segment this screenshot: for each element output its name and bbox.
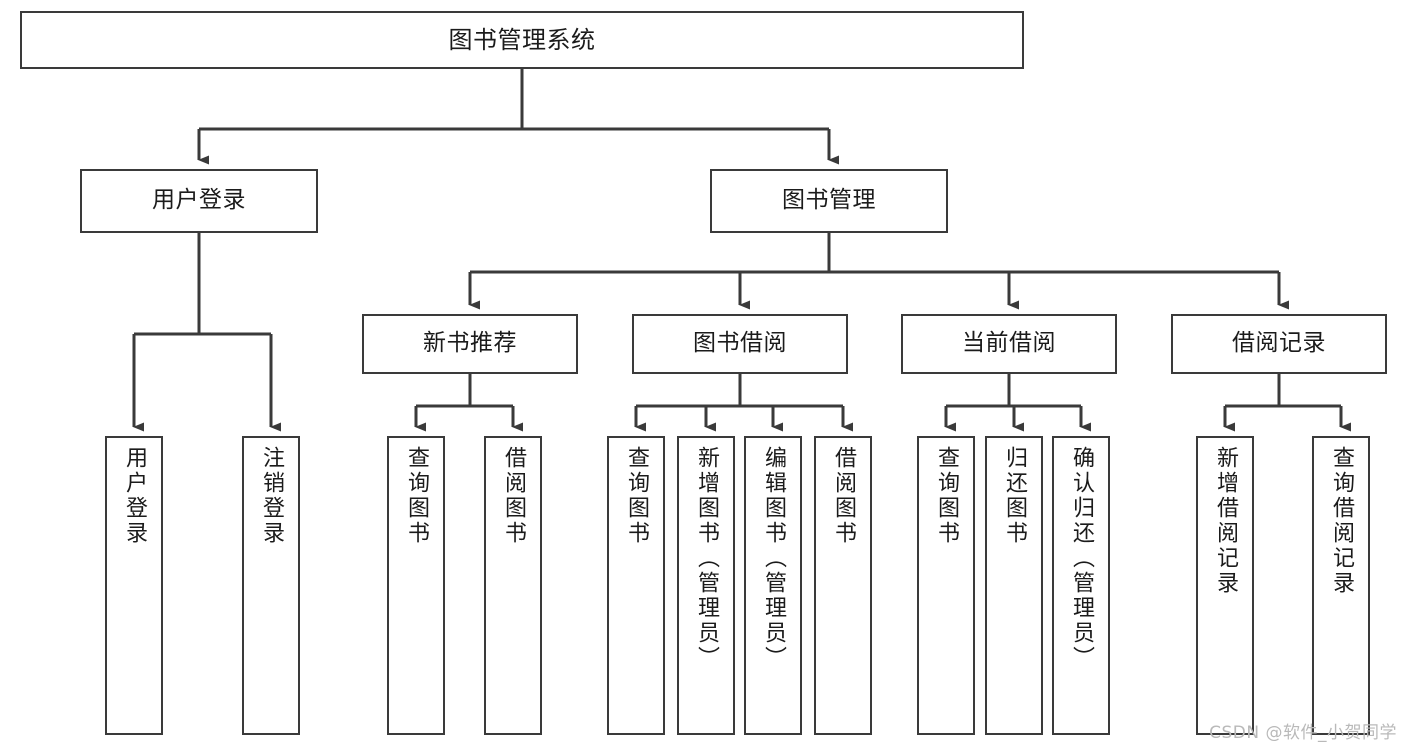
node-leaf-borrow-book-rec[interactable]: 借阅图书: [484, 436, 542, 735]
node-leaf-user-logout-label: 注销登录: [259, 446, 284, 546]
node-leaf-query-record-label: 查询借阅记录: [1329, 446, 1354, 596]
node-leaf-edit-book[interactable]: 编辑图书（管理员）: [744, 436, 802, 735]
node-user-login[interactable]: 用户登录: [80, 169, 318, 233]
node-leaf-query-book-current[interactable]: 查询图书: [917, 436, 975, 735]
node-leaf-user-logout[interactable]: 注销登录: [242, 436, 300, 735]
node-leaf-return-book-label: 归还图书: [1002, 446, 1027, 546]
node-leaf-add-book-label: 新增图书（管理员）: [694, 446, 719, 671]
node-borrow-record-label: 借阅记录: [1232, 330, 1326, 357]
node-leaf-confirm-return-label: 确认归还（管理员）: [1069, 446, 1094, 671]
node-new-book-recommend-label: 新书推荐: [423, 330, 517, 357]
node-book-borrow[interactable]: 图书借阅: [632, 314, 848, 374]
node-leaf-return-book[interactable]: 归还图书: [985, 436, 1043, 735]
node-leaf-confirm-return[interactable]: 确认归还（管理员）: [1052, 436, 1110, 735]
node-new-book-recommend[interactable]: 新书推荐: [362, 314, 578, 374]
node-book-manage-label: 图书管理: [782, 187, 876, 214]
node-leaf-borrow-book[interactable]: 借阅图书: [814, 436, 872, 735]
node-leaf-query-book-borrow[interactable]: 查询图书: [607, 436, 665, 735]
node-book-borrow-label: 图书借阅: [693, 330, 787, 357]
node-leaf-query-book-rec[interactable]: 查询图书: [387, 436, 445, 735]
node-user-login-label: 用户登录: [152, 187, 246, 214]
node-leaf-add-book[interactable]: 新增图书（管理员）: [677, 436, 735, 735]
node-root[interactable]: 图书管理系统: [20, 11, 1024, 69]
node-leaf-add-record-label: 新增借阅记录: [1213, 446, 1238, 596]
node-book-manage[interactable]: 图书管理: [710, 169, 948, 233]
node-leaf-query-record[interactable]: 查询借阅记录: [1312, 436, 1370, 735]
node-leaf-user-login[interactable]: 用户登录: [105, 436, 163, 735]
node-leaf-edit-book-label: 编辑图书（管理员）: [761, 446, 786, 671]
node-root-label: 图书管理系统: [448, 25, 596, 54]
node-leaf-query-book-rec-label: 查询图书: [404, 446, 429, 546]
node-leaf-query-book-borrow-label: 查询图书: [624, 446, 649, 546]
node-leaf-query-book-current-label: 查询图书: [934, 446, 959, 546]
node-leaf-user-login-label: 用户登录: [122, 446, 147, 546]
node-leaf-add-record[interactable]: 新增借阅记录: [1196, 436, 1254, 735]
node-borrow-record[interactable]: 借阅记录: [1171, 314, 1387, 374]
node-leaf-borrow-book-rec-label: 借阅图书: [501, 446, 526, 546]
node-current-borrow-label: 当前借阅: [962, 330, 1056, 357]
node-current-borrow[interactable]: 当前借阅: [901, 314, 1117, 374]
node-leaf-borrow-book-label: 借阅图书: [831, 446, 856, 546]
watermark-text: CSDN @软件_小贺同学: [1209, 723, 1397, 743]
